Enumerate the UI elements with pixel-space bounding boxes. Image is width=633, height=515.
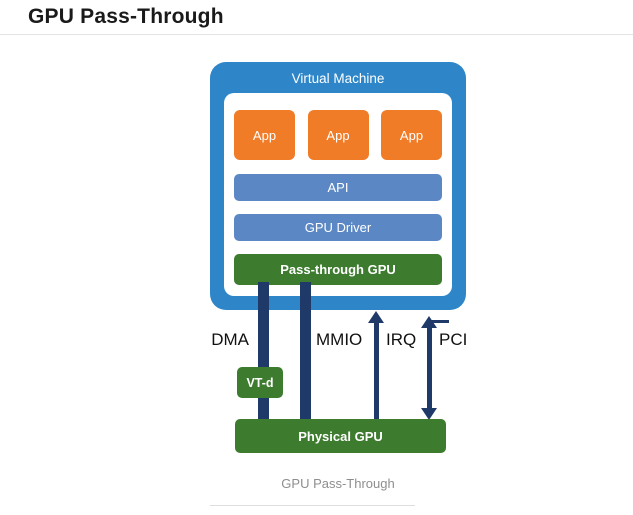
- passthrough-gpu-bar: Pass-through GPU: [234, 254, 442, 285]
- page-title: GPU Pass-Through: [28, 5, 224, 28]
- apps-row: App App App: [234, 110, 442, 160]
- top-divider: [0, 34, 633, 35]
- irq-arrow: [374, 322, 379, 422]
- app-box-1: App: [234, 110, 295, 160]
- virtual-machine-box: Virtual Machine App App App API GPU Driv…: [210, 62, 466, 310]
- connector-label-dma: DMA: [211, 330, 249, 349]
- app-box-2: App: [307, 110, 369, 160]
- pci-arrow: [427, 327, 432, 411]
- pci-top-cap: [429, 320, 449, 323]
- connector-label-pci: PCI: [439, 330, 468, 349]
- vtd-box: VT-d: [237, 367, 283, 398]
- physical-gpu-bar: Physical GPU: [235, 419, 446, 453]
- connector-label-irq: IRQ: [386, 330, 417, 349]
- connector-label-mmio: MMIO: [316, 330, 363, 349]
- virtual-machine-label: Virtual Machine: [291, 71, 385, 86]
- gpu-driver-bar: GPU Driver: [234, 214, 442, 241]
- bottom-divider: [210, 505, 415, 506]
- app-box-3: App: [381, 110, 442, 160]
- mmio-connector: [300, 282, 311, 432]
- dma-connector: [258, 282, 269, 432]
- pci-arrowhead-down-icon: [421, 408, 437, 420]
- api-bar: API: [234, 174, 442, 201]
- pci-arrowhead-up-icon: [421, 316, 437, 328]
- diagram-caption: GPU Pass-Through: [281, 476, 395, 491]
- vm-inner-panel: App App App API GPU Driver Pass-through …: [224, 93, 452, 296]
- irq-arrowhead-up-icon: [368, 311, 384, 323]
